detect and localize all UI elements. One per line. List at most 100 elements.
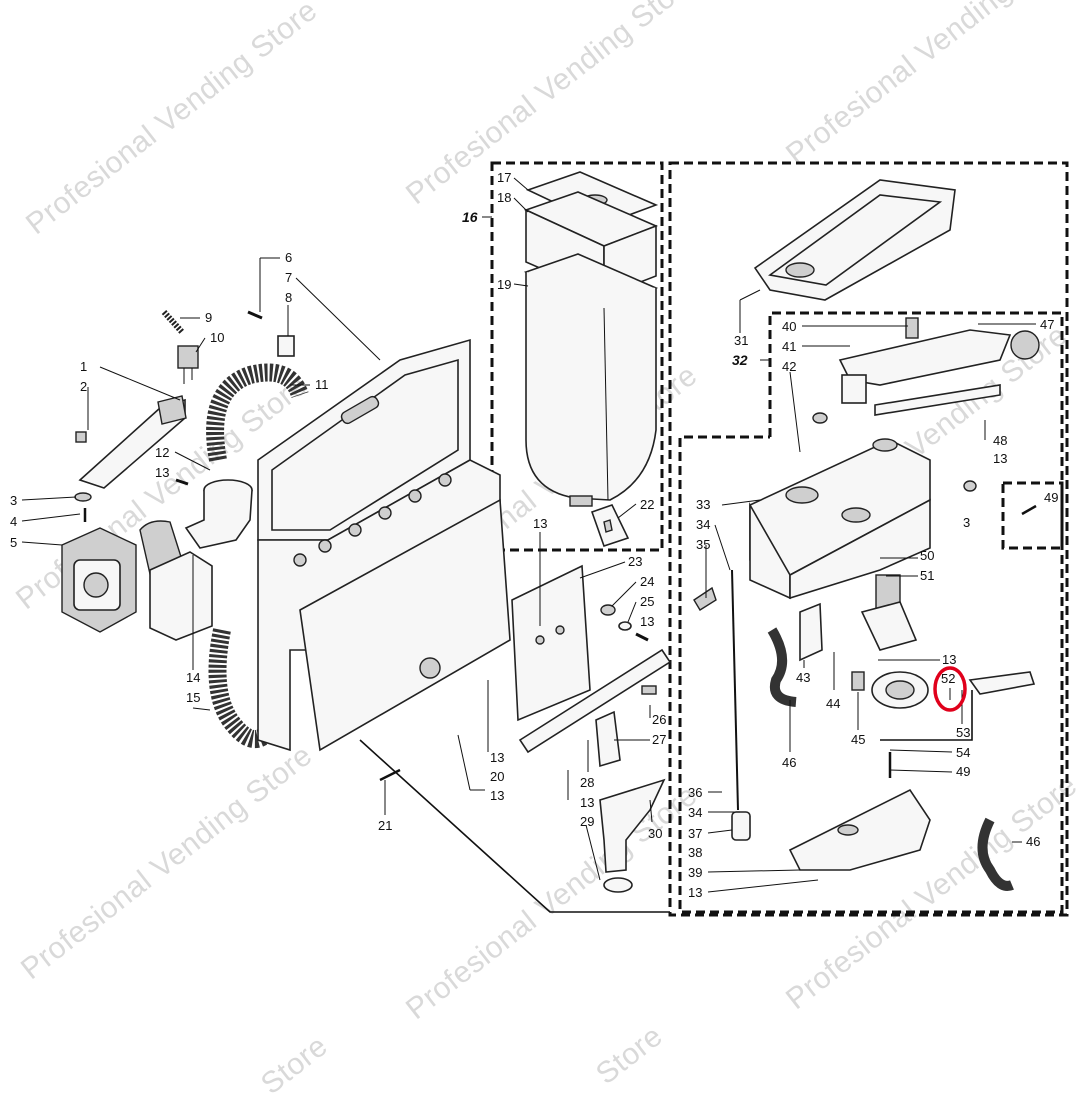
group-16-label: 16 [462,209,478,225]
hose-11 [206,363,309,462]
elbow-pipe-12 [184,479,253,549]
screw-13 [175,478,189,486]
callout-13g: 13 [993,451,1007,466]
drip-tray-31 [753,179,956,301]
callout-23: 23 [628,554,642,569]
rail-26 [518,648,672,754]
callout-37: 37 [688,826,702,841]
mixer-body-33 [749,438,931,600]
callout-13b: 13 [533,516,547,531]
screw-49-box [1021,504,1037,516]
callout-33: 33 [696,497,710,512]
highlighted-part-52: 52 [933,666,967,712]
callout-17: 17 [497,170,511,185]
callout-38: 38 [688,845,702,860]
callout-54: 54 [956,745,970,760]
callout-25: 25 [640,594,654,609]
right-assembly-box [668,161,1069,917]
impeller-52 [871,671,929,709]
callout-44: 44 [826,696,840,711]
bracket-53 [880,671,1036,741]
callout-41: 41 [782,339,796,354]
callout-51: 51 [920,568,934,583]
callout-24: 24 [640,574,654,589]
callout-13f: 13 [580,795,594,810]
callout-19: 19 [497,277,511,292]
callout-35: 35 [696,537,710,552]
rod-36 [731,569,739,811]
callout-46: 46 [782,755,796,770]
washer-3b [963,480,977,492]
ring-29 [603,877,633,893]
callout-48: 48 [993,433,1007,448]
motor-51 [860,574,918,651]
callout-53: 53 [956,725,970,740]
callout-13i: 13 [688,885,702,900]
callout-9: 9 [205,310,212,325]
part-49-box [1001,481,1064,550]
clip-8 [277,335,295,357]
connection-line [359,739,670,913]
callout-13: 13 [155,465,169,480]
leader-lines [21,177,1036,893]
callout-21: 21 [378,818,392,833]
hose-15 [208,628,271,748]
tube-46b [977,817,1014,891]
callout-27: 27 [652,732,666,747]
washer-3 [74,492,92,502]
callout-28: 28 [580,775,594,790]
callout-18: 18 [497,190,511,205]
callout-39: 39 [688,865,702,880]
control-board-23 [511,564,591,722]
callout-12: 12 [155,445,169,460]
strip-48 [874,384,1001,416]
insert-40 [905,317,919,339]
callout-52: 52 [941,671,955,686]
dispenser-arm-41 [838,329,1040,404]
callout-10: 10 [210,330,224,345]
callout-34: 34 [696,517,710,532]
canister-body [523,253,659,507]
callout-49b: 49 [956,764,970,779]
washer-25 [618,621,632,631]
callout-46b: 46 [1026,834,1040,849]
callout-49: 49 [1044,490,1058,505]
callout-13e: 13 [490,788,504,803]
base-plate-39 [788,788,931,871]
callout-42: 42 [782,359,796,374]
support-43 [799,602,823,662]
callout-22: 22 [640,497,654,512]
flap-27 [595,710,621,768]
callout-3b: 3 [963,515,970,530]
callout-7: 7 [285,270,292,285]
callout-34b: 34 [688,805,702,820]
callout-3: 3 [10,493,17,508]
callout-14: 14 [186,670,200,685]
motor-5 [61,527,137,633]
callout-8: 8 [285,290,292,305]
callout-43: 43 [796,670,810,685]
callout-15: 15 [186,690,200,705]
callout-47: 47 [1040,317,1054,332]
callout-13d: 13 [490,750,504,765]
group-16-box [490,161,664,552]
callout-26: 26 [652,712,666,727]
callout-36: 36 [688,785,702,800]
callout-31: 31 [734,333,748,348]
clip-26 [641,685,657,695]
switch-10 [177,345,199,384]
bracket-part-1 [78,395,187,489]
callout-1: 1 [80,359,87,374]
funnel-30 [599,778,666,873]
callout-4: 4 [10,514,17,529]
callout-40: 40 [782,319,796,334]
nut-2 [75,431,87,443]
housing-14 [139,520,213,641]
group-32-box [678,311,1064,914]
callout-labels: 1 2 3 4 5 6 7 8 9 10 11 12 13 14 15 17 1… [10,170,1058,900]
callout-2: 2 [80,379,87,394]
callout-11: 11 [315,377,329,392]
callout-20: 20 [490,769,504,784]
